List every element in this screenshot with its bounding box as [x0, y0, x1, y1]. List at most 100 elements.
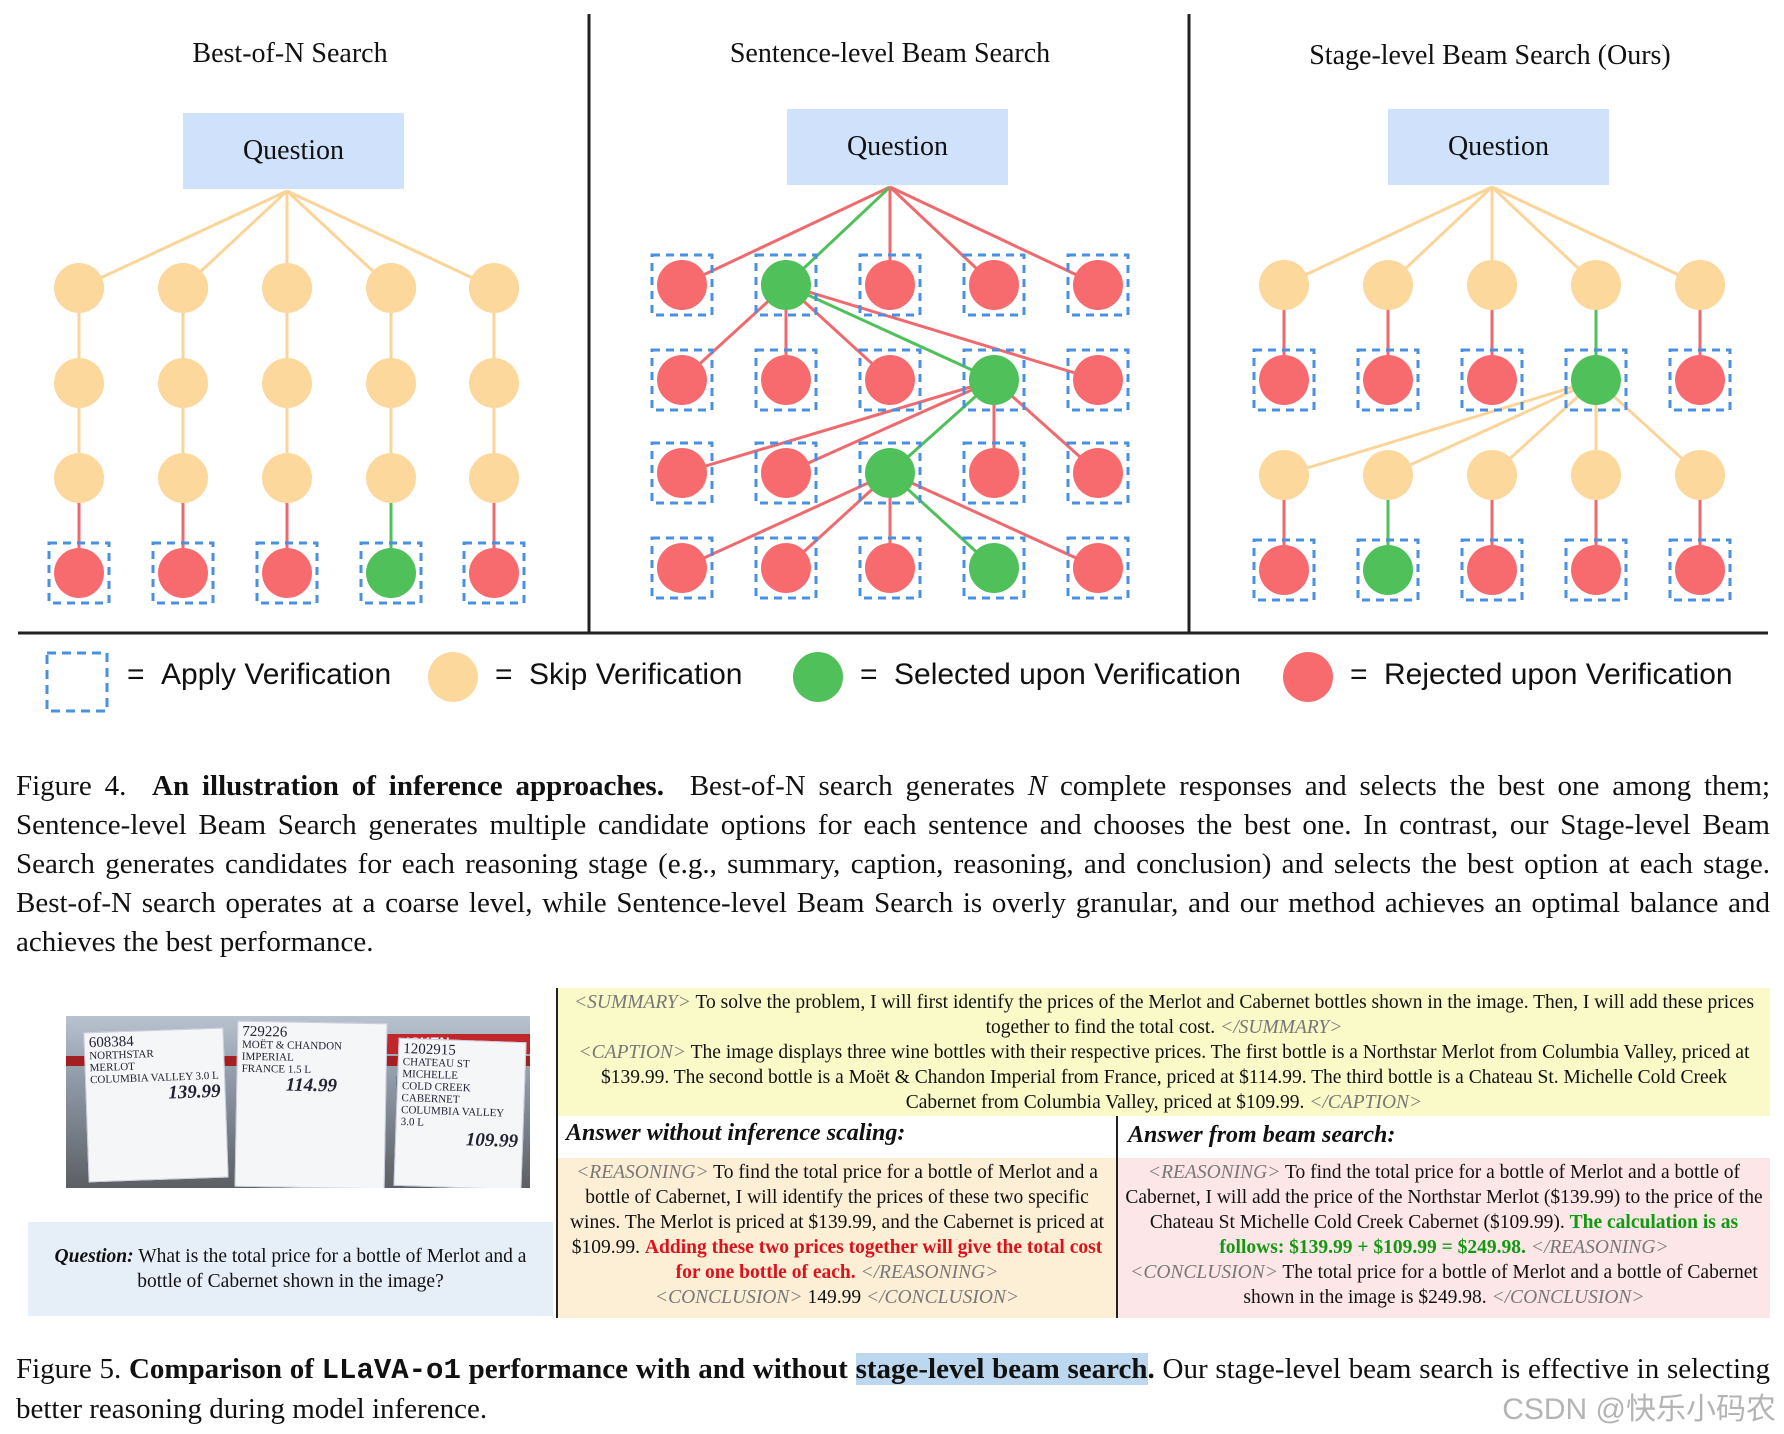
- rejected-node: [969, 448, 1019, 498]
- question-box: Question: [787, 109, 1008, 185]
- verification-box: [650, 253, 714, 317]
- reasoning-text: To find the total price for a bottle of …: [1125, 1162, 1763, 1233]
- skipped-node: [262, 263, 312, 313]
- conclusion-close-tag: </CONCLUSION>: [1491, 1287, 1645, 1308]
- question-text: What is the total price for a bottle of …: [137, 1246, 527, 1292]
- rejected-node: [469, 548, 519, 598]
- legend-selected-icon: [793, 652, 843, 702]
- rejected-node: [865, 543, 915, 593]
- tree-edge: [785, 378, 995, 475]
- verification-box: [1252, 348, 1316, 412]
- rejected-node: [865, 260, 915, 310]
- tag-price: 139.99: [167, 1080, 221, 1104]
- verification-box: [650, 348, 714, 412]
- legend-eq: =: [495, 658, 513, 691]
- verification-box: [858, 253, 922, 317]
- tag-line: CHATEAU ST MICHELLE: [402, 1055, 470, 1082]
- selected-node: [969, 355, 1019, 405]
- verification-box: [962, 441, 1026, 505]
- summary-caption-panel: <SUMMARY> To solve the problem, I will f…: [558, 988, 1770, 1116]
- summary-text: To solve the problem, I will first ident…: [695, 992, 1755, 1038]
- answer-heading-left: Answer without inference scaling:: [566, 1120, 906, 1146]
- rejected-node: [1259, 355, 1309, 405]
- wine-price-photo: ICKEN 608384 NORTHSTAR MERLOT COLUMBIA V…: [66, 1016, 530, 1188]
- rejected-node: [761, 543, 811, 593]
- answer-heading-right: Answer from beam search:: [1128, 1122, 1396, 1148]
- question-label: Question:: [54, 1246, 134, 1267]
- rejected-node: [1073, 260, 1123, 310]
- summary-close-tag: </SUMMARY>: [1220, 1017, 1343, 1038]
- caption-text-b: complete responses and selects the best …: [16, 770, 1771, 958]
- selected-node: [969, 543, 1019, 593]
- answer-left-panel: <REASONING> To find the total price for …: [558, 1158, 1116, 1318]
- skipped-node: [1259, 450, 1309, 500]
- question-box: Question: [183, 113, 404, 189]
- rejected-node: [1571, 545, 1621, 595]
- reasoning-error-text: Adding these two prices together will gi…: [644, 1237, 1103, 1283]
- panel-title-stage-level: Stage-level Beam Search (Ours): [1309, 40, 1671, 71]
- verification-box: [962, 348, 1026, 412]
- selected-node: [1363, 545, 1413, 595]
- rejected-node: [1467, 545, 1517, 595]
- caption-bold-a: Comparison of: [128, 1353, 314, 1385]
- tree-edge: [286, 189, 495, 290]
- question-panel: Question: What is the total price for a …: [28, 1222, 553, 1316]
- reasoning-open-tag: <REASONING>: [1147, 1162, 1281, 1183]
- skipped-node: [469, 263, 519, 313]
- answer-right-panel: <REASONING> To find the total price for …: [1118, 1158, 1770, 1318]
- selected-node: [865, 448, 915, 498]
- tree-edge: [785, 283, 1099, 382]
- skipped-node: [158, 263, 208, 313]
- rejected-node: [657, 260, 707, 310]
- conclusion-open-tag: <CONCLUSION>: [1130, 1262, 1278, 1283]
- conclusion-open-tag: <CONCLUSION>: [654, 1287, 803, 1308]
- skipped-node: [262, 453, 312, 503]
- skipped-node: [54, 358, 104, 408]
- figure-5-caption: Figure 5. Comparison of LLaVA-o1 perform…: [16, 1350, 1770, 1429]
- legend-label-skip: Skip Verification: [529, 658, 743, 691]
- verification-box: [1252, 538, 1316, 602]
- rejected-node: [1073, 448, 1123, 498]
- skipped-node: [1467, 450, 1517, 500]
- price-tag-moet: 729226 MOËT & CHANDON IMPERIAL FRANCE 1.…: [234, 1020, 388, 1188]
- price-tag-merlot: 608384 NORTHSTAR MERLOT COLUMBIA VALLEY …: [83, 1027, 229, 1183]
- tree-edge: [1387, 378, 1597, 477]
- skipped-node: [262, 358, 312, 408]
- caption-label: Figure 5.: [16, 1353, 122, 1385]
- tag-price: 114.99: [285, 1074, 338, 1097]
- summary-open-tag: <SUMMARY>: [573, 992, 691, 1013]
- tag-price: 109.99: [465, 1129, 519, 1153]
- skipped-node: [1259, 260, 1309, 310]
- tree-edge: [1283, 185, 1493, 287]
- skipped-node: [1571, 450, 1621, 500]
- verification-box: [650, 441, 714, 505]
- skipped-node: [1363, 450, 1413, 500]
- legend-label-rejected: Rejected upon Verification: [1384, 658, 1733, 691]
- verification-box: [1668, 348, 1732, 412]
- skipped-node: [366, 263, 416, 313]
- selected-node: [1571, 355, 1621, 405]
- panel-title-sentence-level: Sentence-level Beam Search: [729, 38, 1051, 69]
- verification-box: [255, 541, 319, 605]
- verification-box: [462, 541, 526, 605]
- verification-box: [1066, 536, 1130, 600]
- verification-box: [754, 253, 818, 317]
- verification-box: [359, 541, 423, 605]
- reasoning-open-tag: <REASONING>: [576, 1162, 709, 1183]
- caption-n-symbol: N: [1027, 770, 1048, 802]
- rejected-node: [761, 448, 811, 498]
- rejected-node: [1675, 355, 1725, 405]
- verification-box: [858, 536, 922, 600]
- verification-box: [1356, 538, 1420, 602]
- rejected-node: [1073, 543, 1123, 593]
- tree-edge: [681, 185, 891, 287]
- skipped-node: [366, 358, 416, 408]
- verification-box: [754, 441, 818, 505]
- rejected-node: [657, 448, 707, 498]
- verification-box: [1460, 348, 1524, 412]
- caption-label: Figure 4.: [16, 770, 127, 802]
- selected-node: [366, 548, 416, 598]
- verification-box: [1356, 348, 1420, 412]
- verification-box: [47, 541, 111, 605]
- rejected-node: [657, 543, 707, 593]
